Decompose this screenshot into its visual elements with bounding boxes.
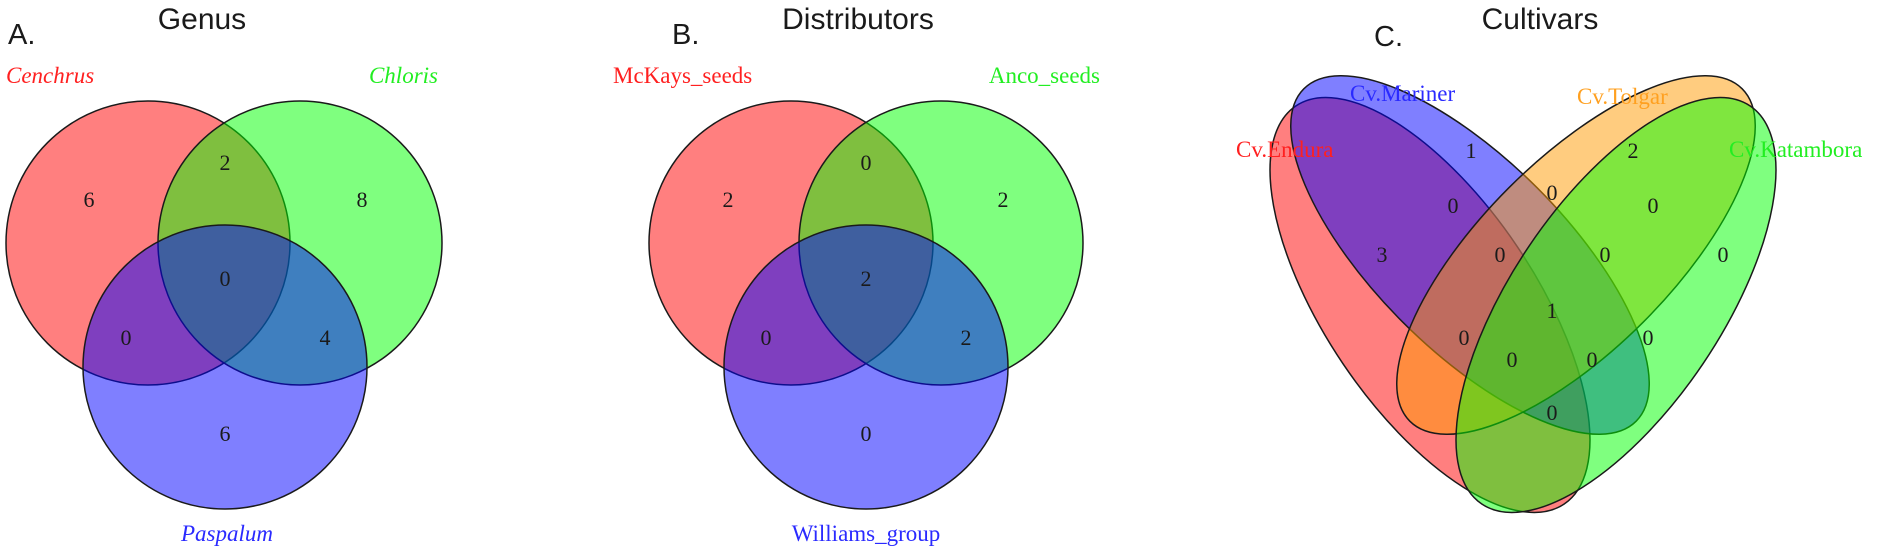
count-chloris-paspalum: 4 [320, 325, 331, 350]
count-cenchrus-only: 6 [84, 187, 95, 212]
count-mckays-only: 2 [723, 187, 734, 212]
count-katambora-only: 0 [1718, 242, 1729, 267]
count-cenchrus-paspalum: 0 [121, 325, 132, 350]
set-circle-paspalum [82, 224, 368, 510]
panel-title-genus: Genus [158, 3, 246, 36]
panel-distributors: B. Distributors McKays_seeds Anco_seeds … [613, 3, 1100, 546]
count-anco-only: 2 [998, 187, 1009, 212]
set-label-chloris: Chloris [369, 63, 438, 88]
panel-letter-a: A. [8, 19, 35, 51]
set-circle-williams-group [723, 224, 1009, 510]
count-mckays-anco: 0 [861, 150, 872, 175]
panel-cultivars: C. Cultivars Cv.Endura Cv.Mariner Cv.Tol… [1236, 3, 1862, 514]
count-paspalum-only: 6 [220, 421, 231, 446]
panel-title-distributors: Distributors [782, 3, 934, 36]
count-mariner-katambora: 0 [1643, 325, 1654, 350]
count-tolgar-katambora: 0 [1648, 193, 1659, 218]
count-endura-katambora: 0 [1547, 400, 1558, 425]
set-label-paspalum: Paspalum [180, 521, 273, 546]
set-label-endura: Cv.Endura [1236, 137, 1334, 162]
count-endura-tolgar: 0 [1459, 325, 1470, 350]
count-endura-only: 3 [1377, 242, 1388, 267]
set-label-mariner: Cv.Mariner [1350, 81, 1456, 106]
count-anco-williams: 2 [961, 325, 972, 350]
count-chloris-only: 8 [357, 187, 368, 212]
count-all-three: 0 [220, 266, 231, 291]
count-mckays-williams: 0 [761, 325, 772, 350]
panel-title-cultivars: Cultivars [1482, 3, 1599, 36]
set-ellipse-katambora [1455, 96, 1777, 514]
count-tolgar-only: 2 [1628, 138, 1639, 163]
set-label-cenchrus: Cenchrus [6, 63, 94, 88]
panel-genus: A. Genus Cenchrus Chloris Paspalum 6 8 6… [5, 3, 443, 546]
set-label-tolgar: Cv.Tolgar [1577, 84, 1668, 109]
set-label-mckays-seeds: McKays_seeds [613, 63, 752, 88]
count-all-three-distributors: 2 [861, 266, 872, 291]
count-mariner-tolgar-katambora: 0 [1600, 242, 1611, 267]
count-mariner-tolgar: 0 [1547, 180, 1558, 205]
count-cenchrus-chloris: 2 [220, 150, 231, 175]
panel-letter-b: B. [672, 19, 699, 51]
count-endura-mariner: 0 [1448, 193, 1459, 218]
count-mariner-only: 1 [1466, 138, 1477, 163]
count-all-four: 1 [1547, 298, 1558, 323]
count-endura-mariner-katambora: 0 [1587, 347, 1598, 372]
panel-letter-c: C. [1374, 21, 1403, 53]
set-label-williams-group: Williams_group [792, 521, 941, 546]
count-endura-mariner-tolgar: 0 [1495, 242, 1506, 267]
count-williams-only: 0 [861, 421, 872, 446]
set-label-katambora: Cv.Katambora [1729, 137, 1862, 162]
set-label-anco-seeds: Anco_seeds [989, 63, 1100, 88]
count-endura-tolgar-katambora: 0 [1507, 347, 1518, 372]
